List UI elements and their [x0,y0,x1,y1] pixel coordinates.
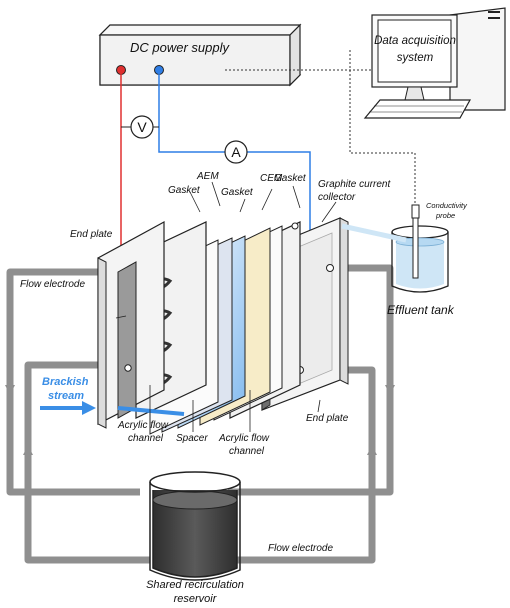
conductivity-label-line1: Conductivity [426,201,468,210]
voltmeter-icon [130,115,154,139]
end-plate-right-label: End plate [306,413,349,424]
effluent-tube [341,223,407,243]
acrylic-right-label-line1: Acrylic flow [218,433,270,444]
shared-recirculation-reservoir [149,471,241,581]
probe-signal-line [349,50,416,205]
reservoir-label-line1: Shared recirculation [146,579,244,591]
daq-label-line1: Data acquisition [374,35,456,47]
flow-electrode-top-label: Flow electrode [20,279,85,290]
acrylic-left-label-line2: channel [128,433,164,444]
graphite-label-line1: Graphite current [318,179,391,190]
aem-label: AEM [196,171,219,182]
acrylic-right-label-line2: channel [229,446,265,457]
gasket-middle-label: Gasket [221,187,254,198]
effluent-tank [391,225,449,293]
voltmeter-symbol: V [137,119,147,135]
electrode-port [124,364,132,372]
gasket-left-label: Gasket [168,185,201,196]
flow-port [291,222,299,230]
flow-electrode-bottom-label: Flow electrode [268,543,333,554]
desktop-computer-icon [363,7,506,119]
daq-label-line2: system [397,52,434,64]
power-supply-label: DC power supply [130,40,230,55]
leader-lines [115,181,337,432]
conductivity-probe [411,204,420,279]
brackish-stream-arrow [40,401,185,416]
brackish-label-line1: Brackish [42,376,89,388]
brackish-label-line2: stream [48,390,84,402]
gasket-right-label: Gasket [274,173,307,184]
conductivity-label-line2: probe [435,211,455,220]
spacer-label: Spacer [176,433,208,444]
ammeter-symbol: A [231,144,241,160]
end-plate-left [97,220,165,429]
acrylic-left-label-line1: Acrylic flow [117,420,169,431]
graphite-label-line2: collector [318,192,356,203]
cem-label: CEM [260,173,283,184]
ammeter-icon [224,140,248,164]
effluent-tank-label: Effluent tank [387,303,455,317]
end-plate-left-label: End plate [70,229,113,240]
electrode-port [326,264,334,272]
dc-power-supply [98,23,302,87]
reservoir-label-line2: reservoir [174,593,218,605]
labels: DC power supply Data acquisition system … [20,35,468,605]
